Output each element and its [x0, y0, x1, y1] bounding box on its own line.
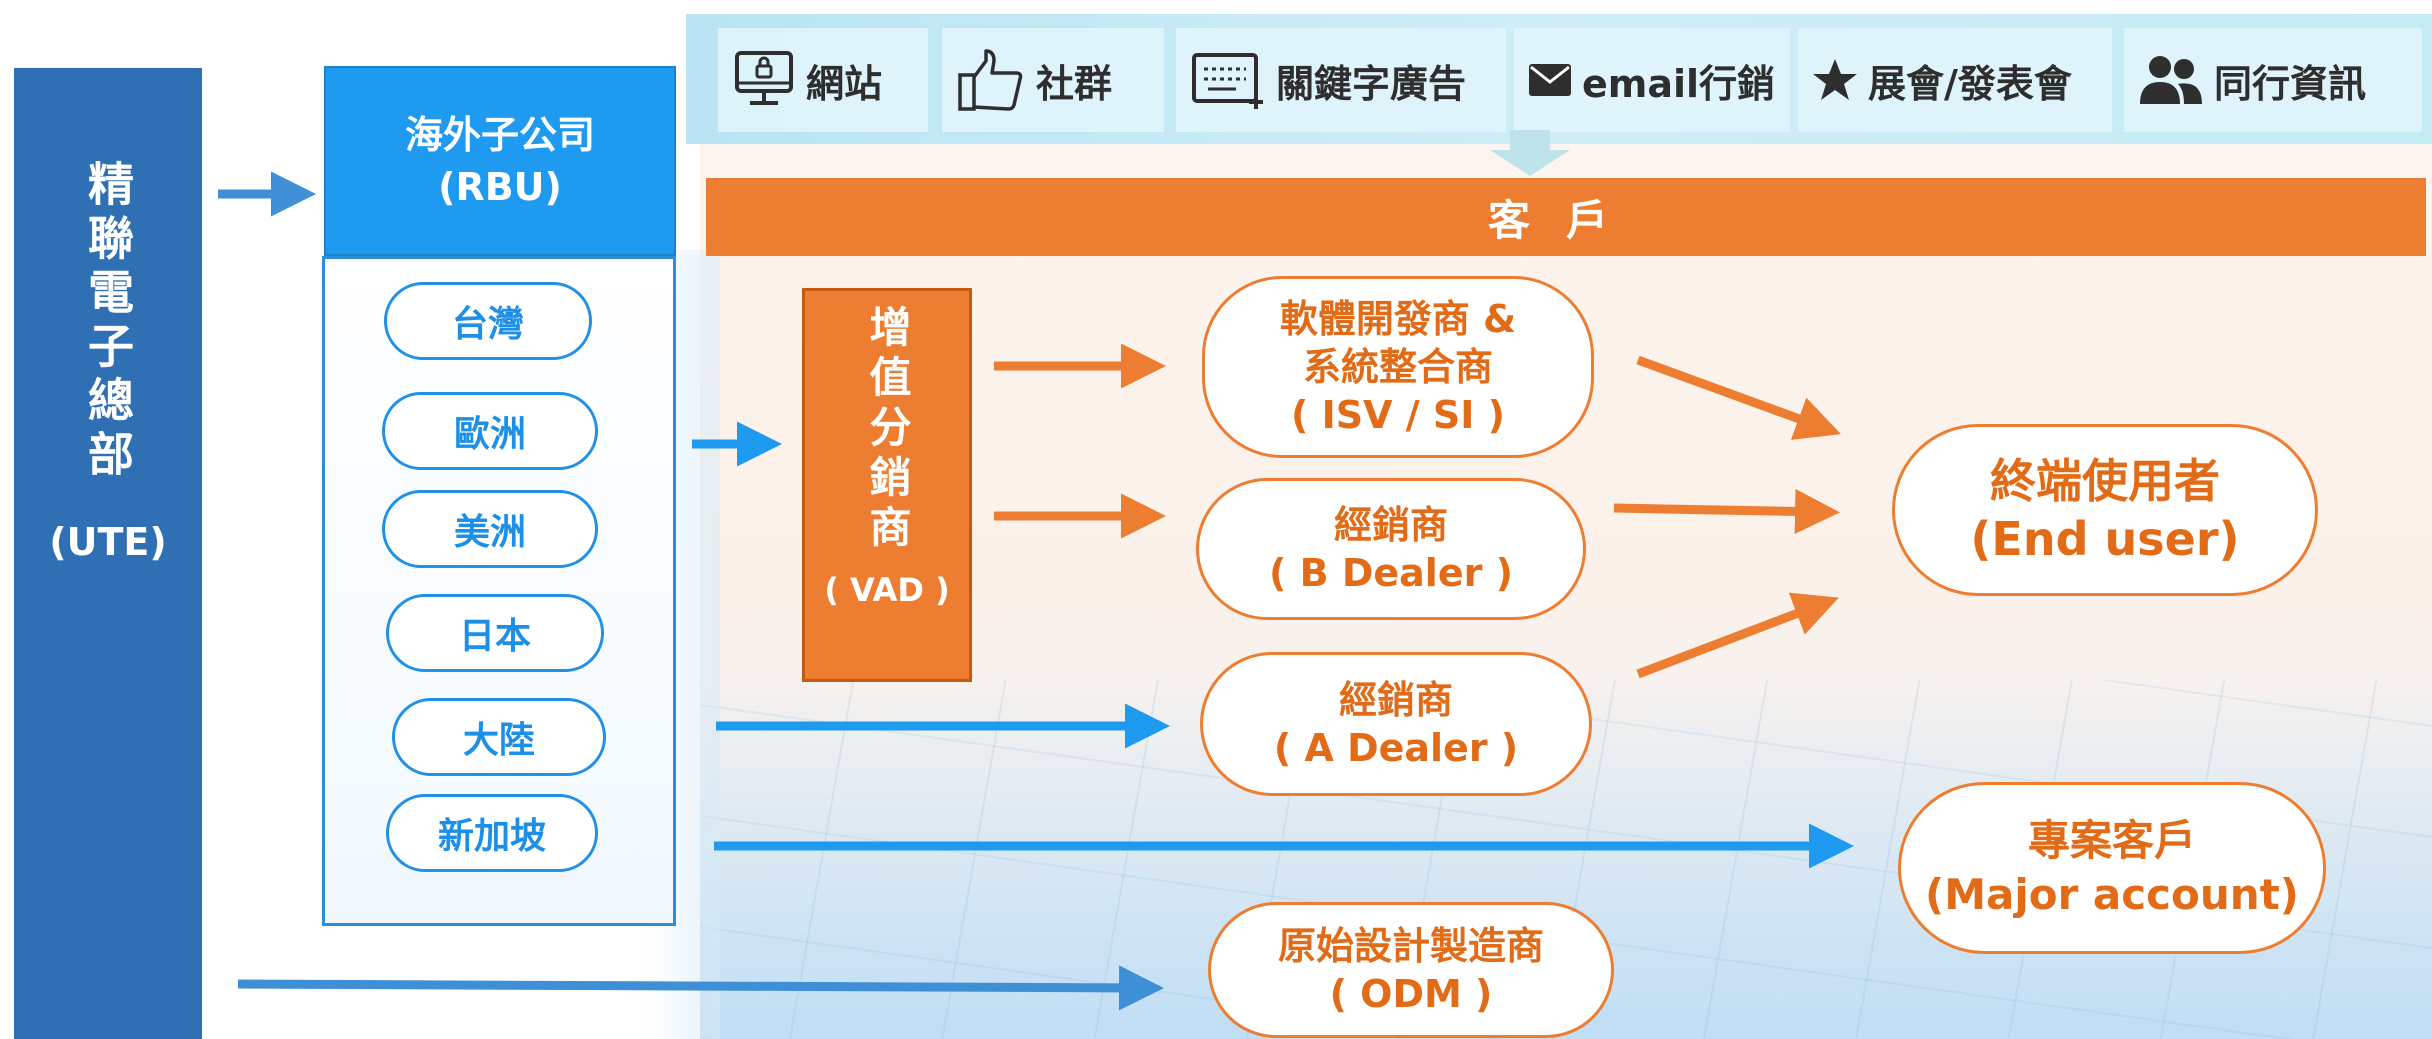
b-dealer-node: 經銷商 ( B Dealer ) [1196, 478, 1586, 620]
users-icon [2140, 56, 2202, 104]
vad-code: ( VAD ) [824, 571, 950, 609]
channel-trade-shows: 展會/發表會 [1798, 28, 2112, 132]
region-mainland-china: 大陸 [392, 698, 606, 776]
end-user-node: 終端使用者 (End user) [1892, 424, 2318, 596]
isv-si-node: 軟體開發商 & 系統整合商 ( ISV / SI ) [1202, 276, 1594, 458]
channel-email-marketing: email行銷 [1514, 28, 1790, 132]
major-account-line1: 專案客戶 [2027, 816, 2196, 865]
channel-social-label: 社群 [1036, 61, 1113, 106]
a-dealer-node: 經銷商 ( A Dealer ) [1200, 652, 1592, 796]
end-user-line2: (End user) [1970, 512, 2240, 566]
monitor-lock-icon [735, 51, 793, 105]
channel-trade-shows-label: 展會/發表會 [1868, 61, 2072, 106]
channel-peer-info-label: 同行資訊 [2214, 61, 2367, 106]
thumbs-up-icon [958, 49, 1023, 111]
isv-si-line3: ( ISV / SI ) [1291, 393, 1505, 437]
star-icon [1813, 59, 1857, 100]
region-singapore: 新加坡 [386, 794, 598, 872]
channel-website-label: 網站 [806, 61, 883, 106]
major-account-line2: (Major account) [1925, 870, 2299, 919]
isv-si-line1: 軟體開發商 & [1279, 297, 1517, 341]
channel-keyword-ads: 關鍵字廣告 [1176, 28, 1506, 132]
odm-line1: 原始設計製造商 [1277, 924, 1544, 968]
end-user-line1: 終端使用者 [1990, 454, 2220, 508]
channel-keyword-ads-label: 關鍵字廣告 [1276, 61, 1467, 106]
a-dealer-line1: 經銷商 [1338, 678, 1453, 722]
channels-to-customer-arrow [1490, 130, 1570, 176]
odm-line2: ( ODM ) [1329, 972, 1493, 1016]
region-japan: 日本 [386, 594, 604, 672]
a-dealer-line2: ( A Dealer ) [1273, 726, 1519, 770]
subsidiary-name: 海外子公司 [404, 113, 595, 157]
customer-bar: 客戶 [706, 178, 2426, 256]
channel-website: 網站 [718, 28, 928, 132]
subsidiary-header: 海外子公司 (RBU) [324, 66, 676, 256]
subsidiary-code: (RBU) [438, 165, 562, 209]
odm-node: 原始設計製造商 ( ODM ) [1208, 902, 1614, 1038]
keyboard-ad-icon [1192, 53, 1263, 109]
headquarters-name: 精聯電子總部 [81, 160, 135, 484]
region-taiwan: 台灣 [384, 282, 592, 360]
vad-name: 增值分銷商 [863, 305, 912, 555]
channel-peer-info: 同行資訊 [2124, 28, 2422, 132]
b-dealer-line1: 經銷商 [1333, 503, 1448, 547]
envelope-icon [1529, 64, 1571, 96]
region-americas: 美洲 [382, 490, 598, 568]
b-dealer-line2: ( B Dealer ) [1269, 551, 1513, 595]
channel-social: 社群 [942, 28, 1164, 132]
headquarters-bar: 精聯電子總部 (UTE) [14, 68, 202, 1039]
major-account-node: 專案客戶 (Major account) [1898, 782, 2326, 954]
vad-box: 增值分銷商 ( VAD ) [802, 288, 972, 682]
isv-si-line2: 系統整合商 [1302, 345, 1493, 389]
headquarters-code: (UTE) [49, 520, 167, 564]
channel-email-marketing-label: email行銷 [1582, 61, 1776, 106]
region-europe: 歐洲 [382, 392, 598, 470]
